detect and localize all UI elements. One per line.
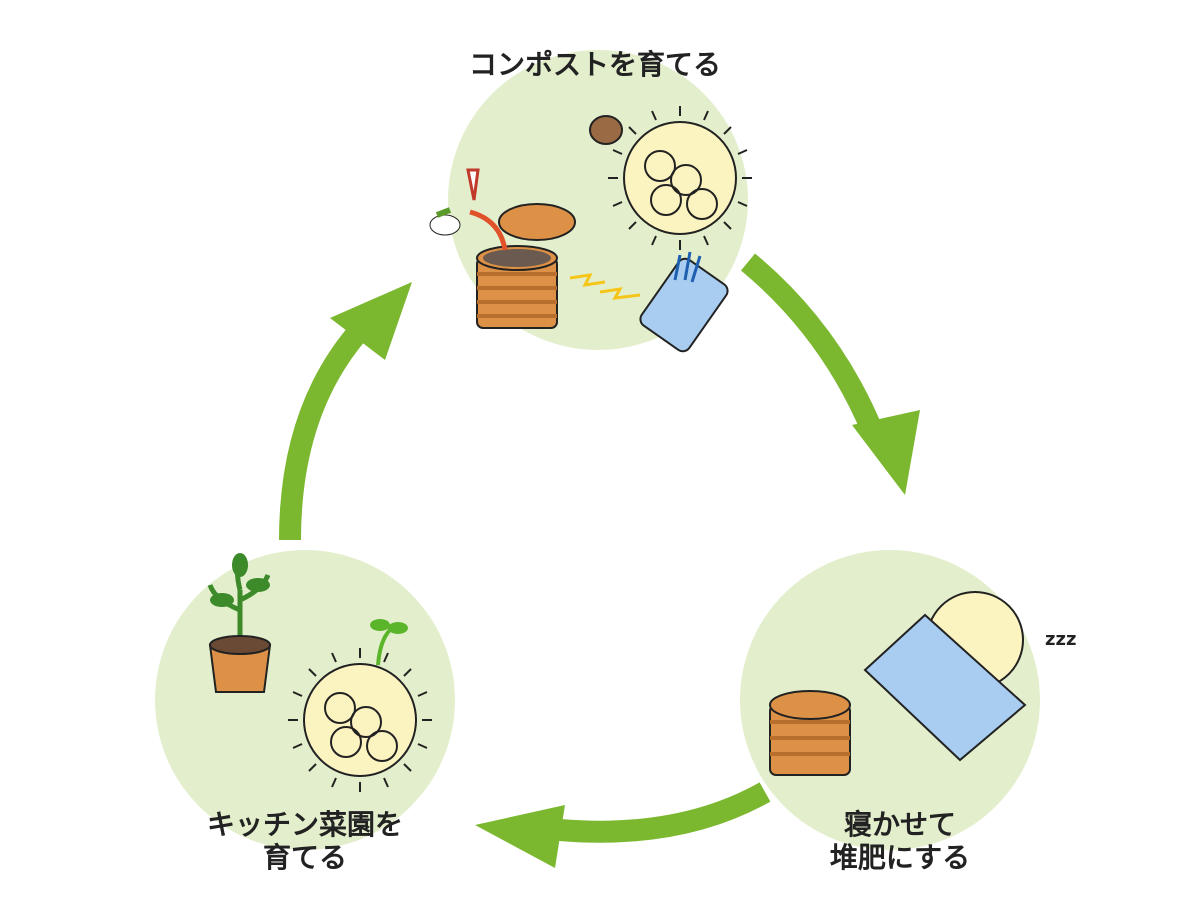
potted-plant-icon [207,553,272,693]
compost-bin-icon [769,690,851,776]
smartphone-icon [639,251,729,353]
signal-icon [569,273,641,300]
compost-bin-icon [469,203,576,330]
label-line: 寝かせて [843,808,956,841]
sleep-zzz: zzz [1045,629,1076,650]
compost-character-icon [607,105,753,251]
sprout-character-icon [287,619,433,793]
step-label-garden: キッチン菜園を 育てる [207,808,403,874]
bread-icon [589,115,623,145]
arrow-compost-to-rest [740,253,920,495]
label-line: キッチン菜園を [206,808,404,841]
label-line: コンポストを育てる [468,48,722,81]
arrow-garden-to-compost [279,282,412,541]
label-line: 堆肥にする [829,841,971,874]
arrow-rest-to-garden [475,782,771,868]
step-label-compost: コンポストを育てる [469,48,721,81]
label-line: 育てる [262,841,348,874]
step-label-rest: 寝かせて 堆肥にする [830,808,970,874]
sleeping-character-icon: zzz [863,591,1076,762]
food-scraps-icon [429,168,480,236]
